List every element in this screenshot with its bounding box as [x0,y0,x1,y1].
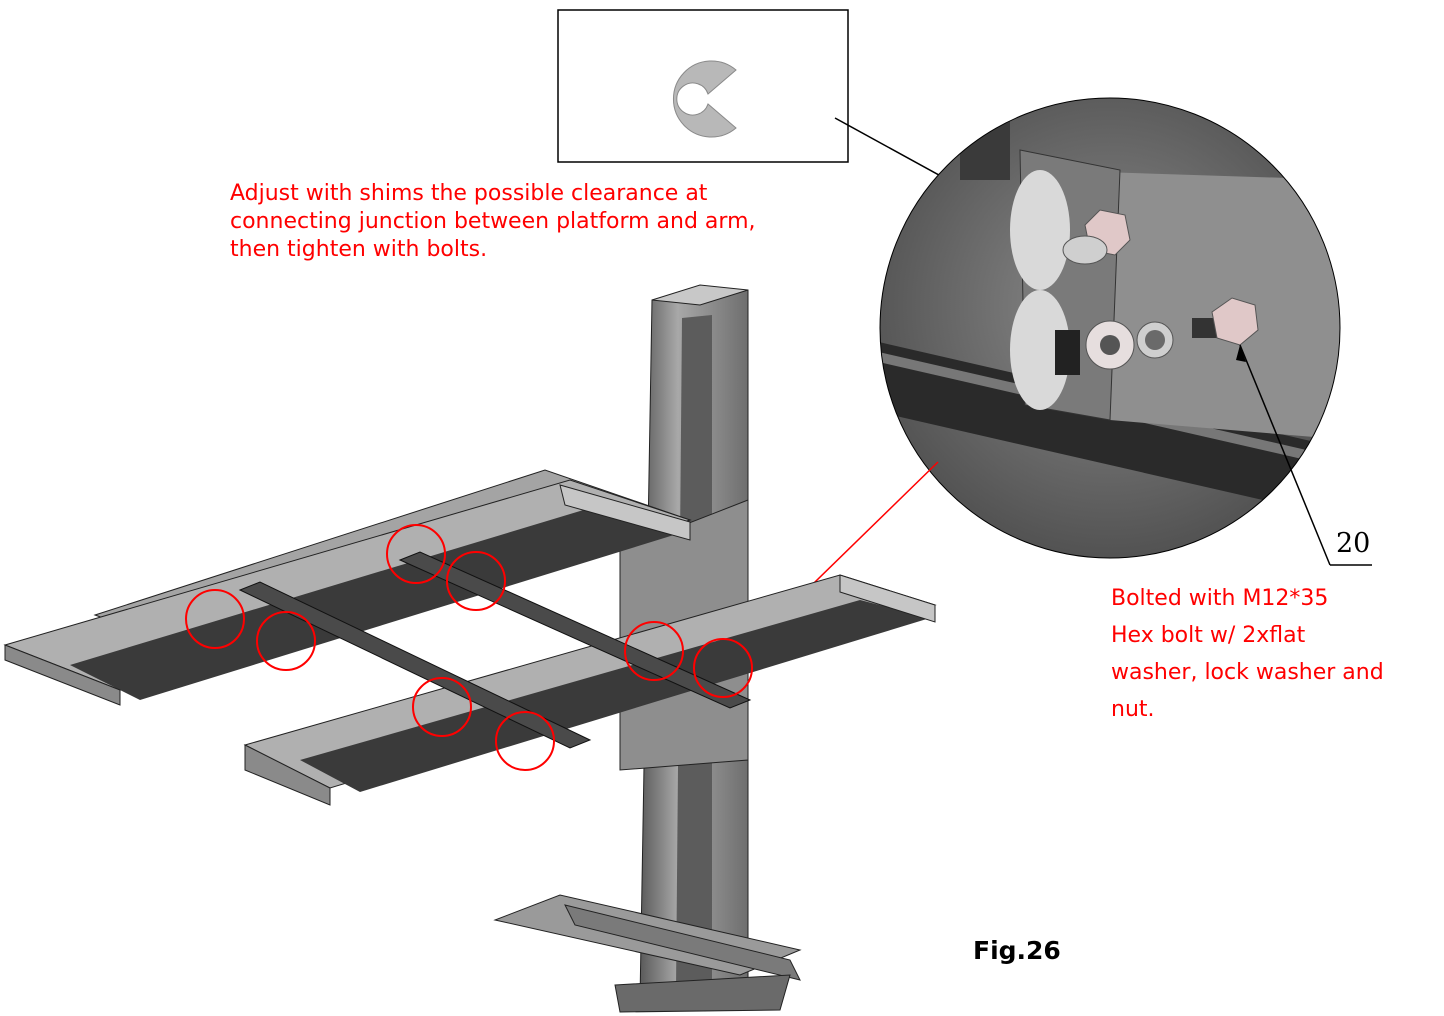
highlight-circle [446,551,506,611]
bolt-note-line: nut. [1111,697,1155,722]
highlight-circle [386,524,446,584]
c-shaped-shim-icon [672,60,737,138]
hex-bolt-icon [1062,209,1131,265]
bolt-spec-note: Bolted with M12*35 Hex bolt w/ 2xflat wa… [1111,580,1441,728]
highlight-circle [185,589,245,649]
cross-arms [238,551,752,749]
figure-label: Fig.26 [973,936,1061,965]
shim-inset [557,9,849,163]
highlight-circle [693,638,753,698]
part-number-callout: 20 [1336,528,1371,559]
shim-adjustment-note: Adjust with shims the possible clearance… [230,180,890,264]
runway-lower [243,574,937,806]
shim-note-line: then tighten with bolts. [230,237,488,262]
column-base [493,894,802,1013]
detail-view [879,97,1341,559]
highlight-circle [256,611,316,671]
bolt-note-line: Bolted with M12*35 [1111,586,1329,611]
shim-note-line: connecting junction between platform and… [230,209,756,234]
highlight-circle [624,621,684,681]
bolt-note-line: Hex bolt w/ 2xflat [1111,623,1306,648]
highlight-circle [495,711,555,771]
bolt-note-line: washer, lock washer and [1111,660,1384,685]
highlight-circle [412,677,472,737]
shim-note-line: Adjust with shims the possible clearance… [230,181,708,206]
highlight-circles [185,524,753,771]
bolt-leader-line [1239,344,1331,566]
